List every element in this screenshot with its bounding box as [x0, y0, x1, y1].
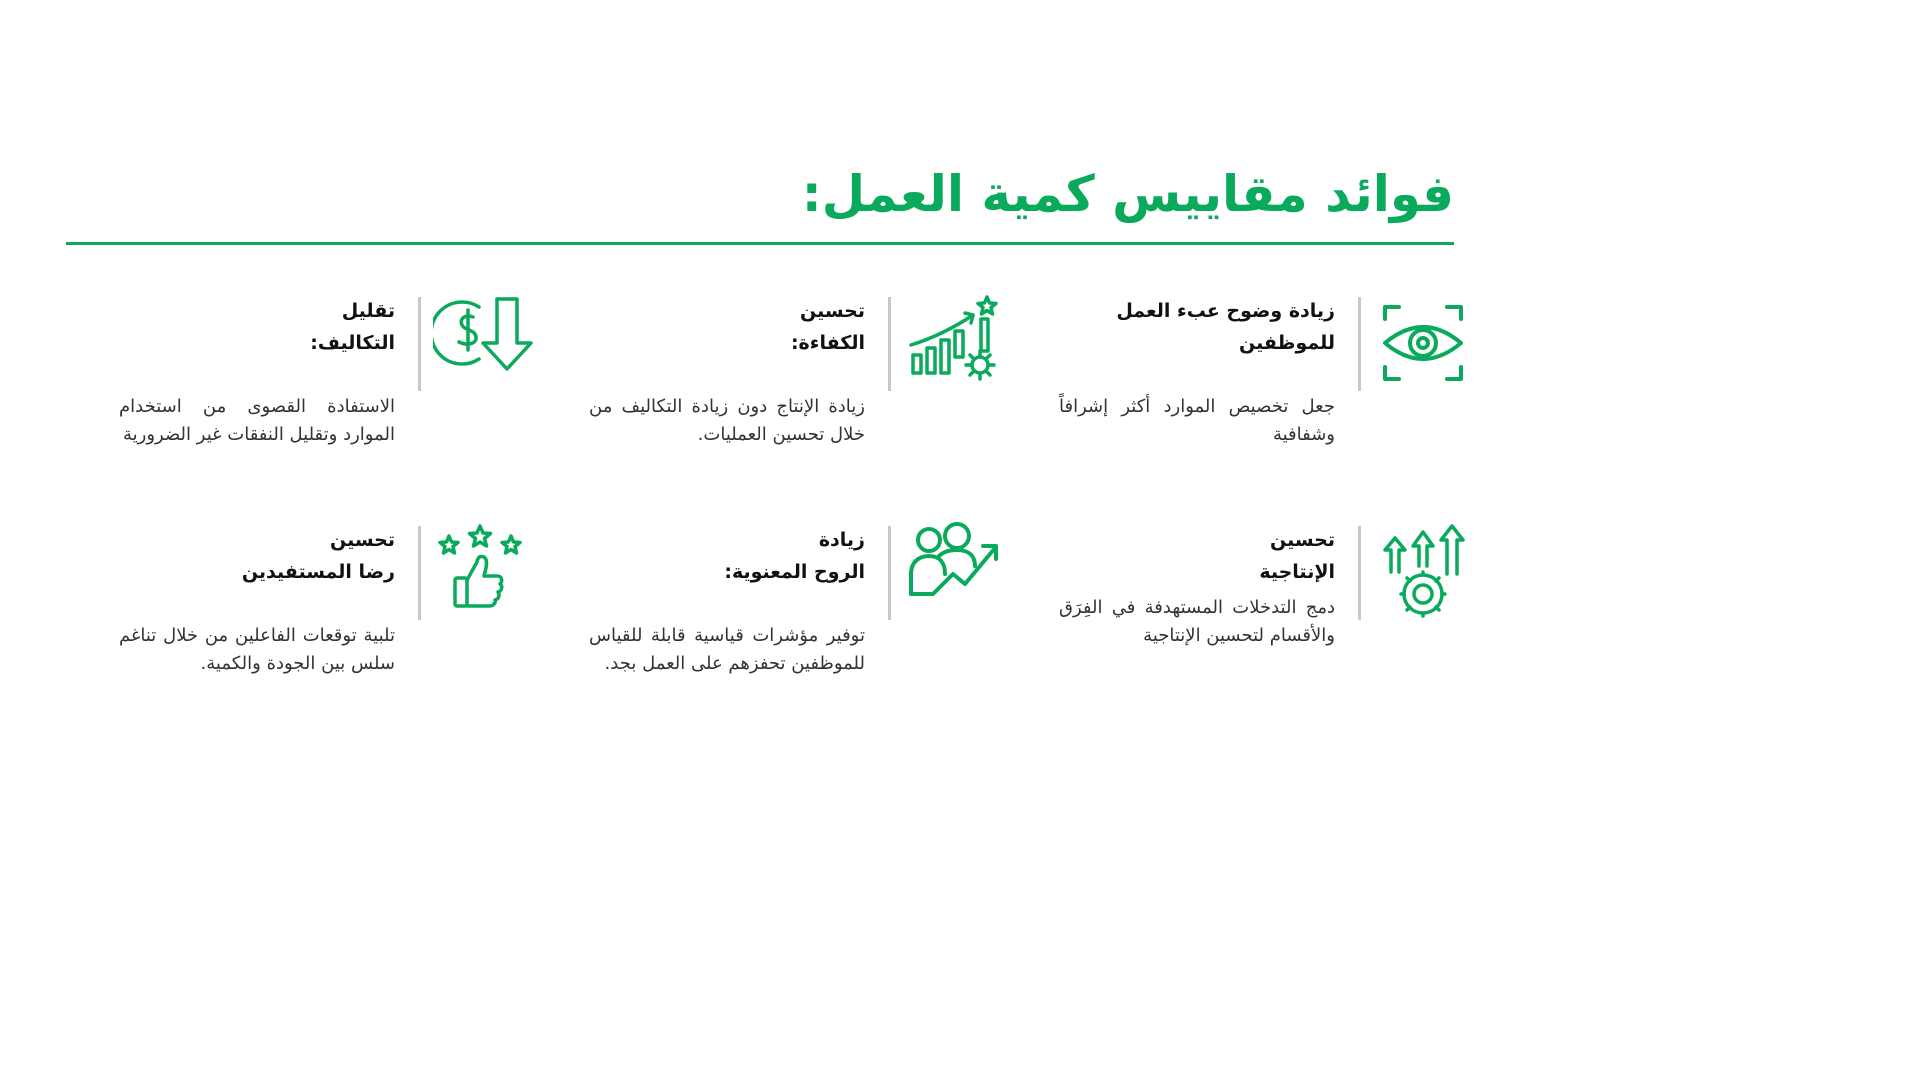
gear-up-arrows-icon — [1373, 522, 1473, 622]
benefit-card-satisfaction: تحسين رضا المستفيدين تلبية توقعات الفاعل… — [63, 524, 533, 716]
card-text: زيادة وضوح عبء العمل للموظفين جعل تخصيص … — [1059, 295, 1335, 449]
card-divider — [1358, 526, 1361, 620]
team-growth-icon — [903, 522, 1003, 622]
growth-chart-gear-icon — [903, 293, 1003, 393]
card-heading: زيادة الروح المعنوية: — [724, 529, 865, 583]
card-heading: تحسين الإنتاجية — [1259, 529, 1335, 583]
card-description: تلبية توقعات الفاعلين من خلال تناغم سلس … — [119, 625, 395, 674]
card-heading: تحسين رضا المستفيدين — [241, 529, 395, 583]
card-description: توفير مؤشرات قياسية قابلة للقياس للموظفي… — [589, 625, 865, 674]
card-heading: تحسين الكفاءة: — [790, 300, 865, 354]
benefit-card-cost-reduction: تقليل التكاليف: الاستفادة القصوى من استخ… — [63, 297, 533, 487]
card-description: الاستفادة القصوى من استخدام الموارد وتقل… — [119, 396, 395, 445]
thumbs-up-stars-icon — [433, 522, 533, 622]
dollar-down-arrow-icon — [433, 293, 533, 393]
card-description: جعل تخصيص الموارد أكثر إشرافاً وشفافية — [1059, 396, 1335, 445]
benefit-card-morale: زيادة الروح المعنوية: توفير مؤشرات قياسي… — [533, 522, 1003, 716]
card-text: تحسين رضا المستفيدين تلبية توقعات الفاعل… — [119, 524, 395, 678]
page-title: فوائد مقاييس كمية العمل: — [801, 165, 1454, 223]
benefit-card-productivity: تحسين الإنتاجية دمج التدخلات المستهدفة ف… — [1003, 524, 1473, 716]
card-heading: زيادة وضوح عبء العمل للموظفين — [1116, 300, 1335, 354]
benefit-card-workload-clarity: زيادة وضوح عبء العمل للموظفين جعل تخصيص … — [1003, 297, 1473, 487]
benefit-card-efficiency: تحسين الكفاءة: زيادة الإنتاج دون زيادة ا… — [533, 295, 1003, 487]
card-text: تقليل التكاليف: الاستفادة القصوى من استخ… — [119, 295, 395, 449]
card-divider — [888, 526, 891, 620]
card-description: زيادة الإنتاج دون زيادة التكاليف من خلال… — [589, 396, 865, 445]
card-text: زيادة الروح المعنوية: توفير مؤشرات قياسي… — [589, 524, 865, 678]
card-description: دمج التدخلات المستهدفة في الفِرَق والأقس… — [1059, 597, 1335, 646]
card-divider — [418, 526, 421, 620]
card-heading: تقليل التكاليف: — [310, 300, 395, 354]
title-underline — [66, 242, 1454, 245]
card-divider — [888, 297, 891, 391]
eye-focus-icon — [1373, 293, 1473, 393]
card-text: تحسين الكفاءة: زيادة الإنتاج دون زيادة ا… — [589, 295, 865, 449]
card-divider — [418, 297, 421, 391]
card-divider — [1358, 297, 1361, 391]
card-text: تحسين الإنتاجية دمج التدخلات المستهدفة ف… — [1059, 524, 1335, 650]
